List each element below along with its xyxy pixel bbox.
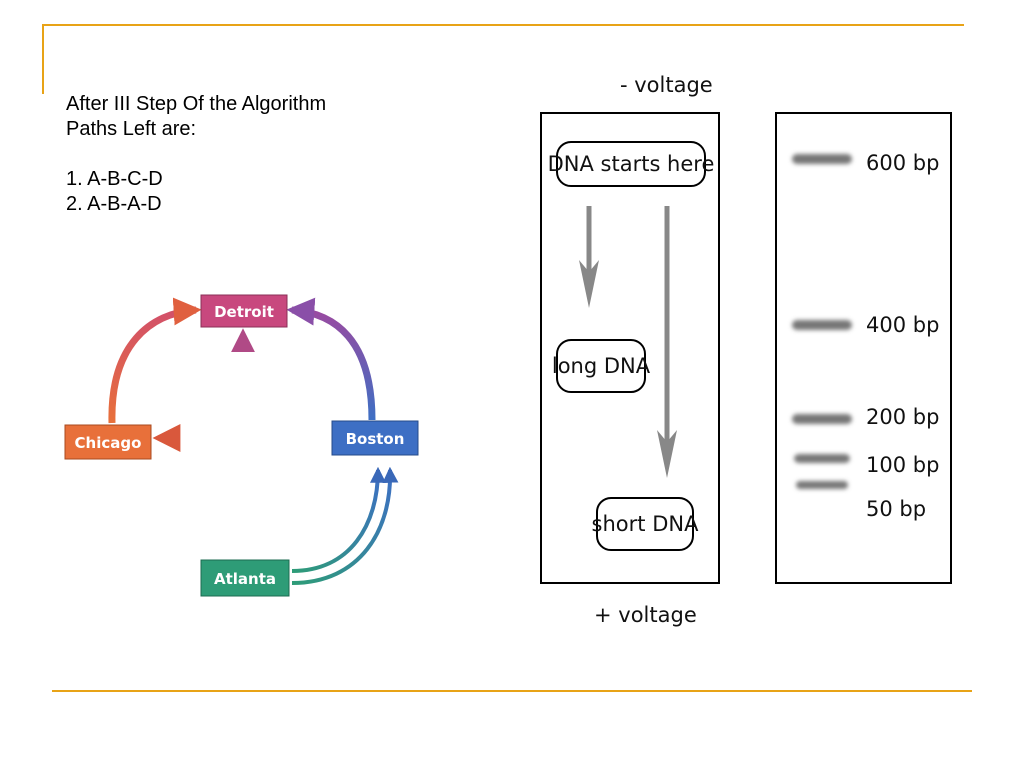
svg-text:DNA starts here: DNA starts here: [548, 152, 715, 176]
edge-chicago-detroit: [108, 297, 202, 424]
left-accent-line: [42, 24, 44, 94]
band-50bp: [796, 481, 848, 489]
spacer: [66, 142, 326, 167]
heading-line: After III Step Of the Algorithm: [66, 93, 327, 115]
edge-boston-detroit: [286, 297, 376, 421]
svg-text:Detroit: Detroit: [214, 303, 274, 321]
edge-atlanta-boston-inner: [291, 466, 386, 573]
path-item-1: 1. A-B-C-D: [66, 168, 163, 190]
band-600bp: [792, 154, 852, 164]
svg-text:Chicago: Chicago: [75, 434, 142, 452]
long-dna-arrow: [579, 206, 599, 308]
ladder-label-50bp: 50 bp: [866, 497, 926, 521]
bottom-accent-line: [52, 690, 972, 692]
short-dna-arrow: [657, 206, 677, 478]
svg-text:Boston: Boston: [346, 430, 405, 448]
slide-text: After III Step Of the Algorithm Paths Le…: [66, 92, 326, 217]
subheading-line: Paths Left are:: [66, 118, 197, 140]
ladder-label-200bp: 200 bp: [866, 405, 939, 429]
node-boston: Boston: [331, 420, 419, 456]
band-400bp: [792, 320, 852, 330]
top-accent-line: [42, 24, 964, 26]
node-detroit: Detroit: [200, 294, 288, 328]
path-item-2: 2. A-B-A-D: [66, 193, 162, 215]
ladder-label-600bp: 600 bp: [866, 151, 939, 175]
node-atlanta: Atlanta: [200, 559, 290, 597]
short-dna-box: short DNA: [592, 497, 700, 551]
ladder-panel: [775, 112, 952, 584]
svg-text:long DNA: long DNA: [552, 354, 651, 378]
start-box: DNA starts here: [548, 141, 715, 187]
ladder-label-100bp: 100 bp: [866, 453, 939, 477]
node-chicago: Chicago: [64, 424, 152, 460]
positive-voltage-label: + voltage: [594, 603, 697, 627]
svg-text:short DNA: short DNA: [592, 512, 700, 536]
ladder-label-400bp: 400 bp: [866, 313, 939, 337]
edge-atlanta-boston-outer: [291, 466, 399, 585]
negative-voltage-label: - voltage: [620, 73, 713, 97]
city-graph-diagram: Detroit Chicago Boston Atlanta: [64, 294, 419, 597]
gel-electrophoresis-diagram: - voltage DNA starts here long DNA short…: [540, 73, 952, 627]
band-100bp: [794, 454, 850, 463]
svg-text:Atlanta: Atlanta: [214, 570, 276, 588]
band-200bp: [792, 414, 852, 424]
long-dna-box: long DNA: [552, 339, 651, 393]
